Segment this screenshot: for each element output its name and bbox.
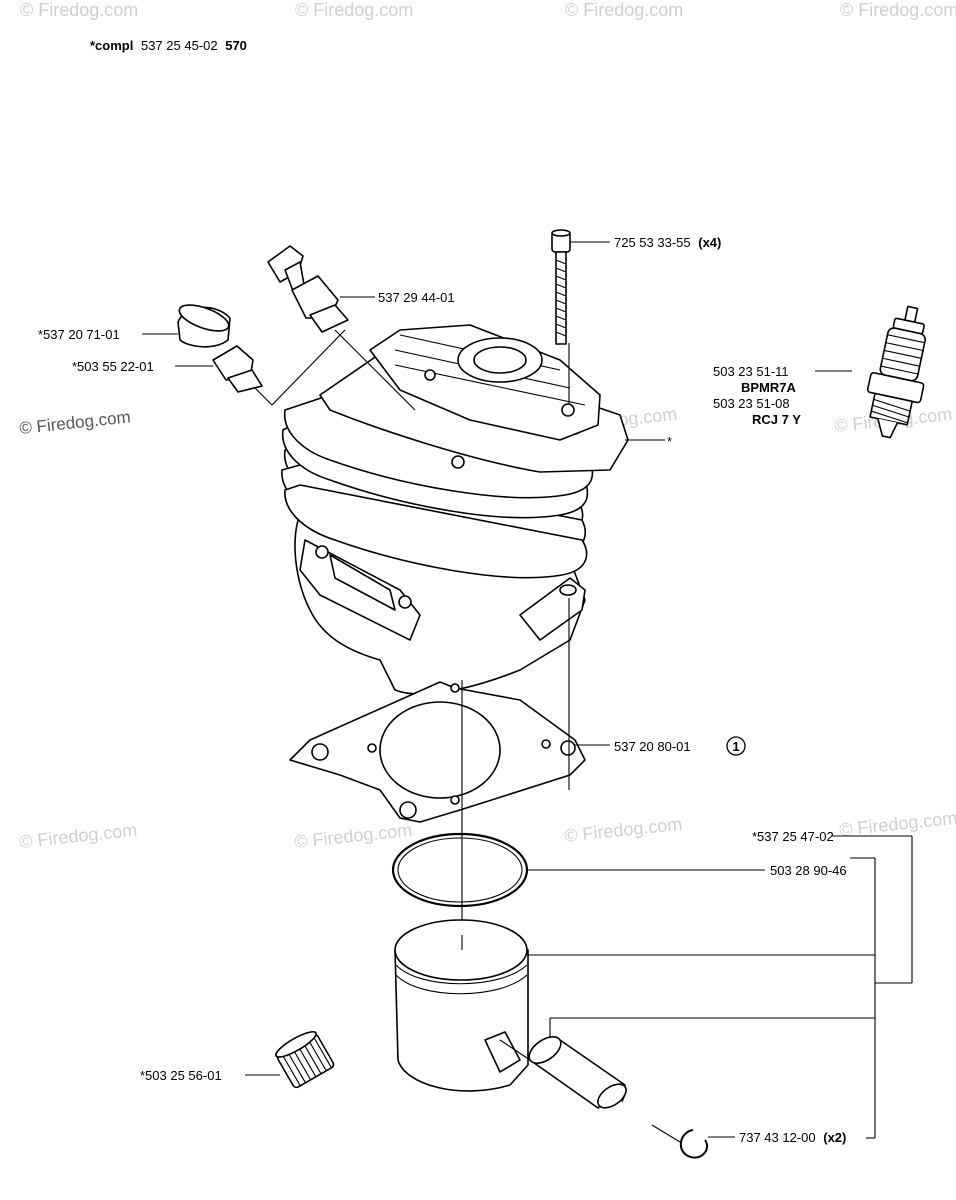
watermark: © Firedog.com	[563, 814, 683, 846]
piston-pin-end	[597, 1083, 627, 1109]
watermark: © Firedog.com	[838, 808, 956, 840]
leader-line	[271, 329, 346, 406]
spark-plug-a-code: BPMR7A	[741, 380, 797, 395]
watermark: © Firedog.com	[18, 820, 138, 852]
pin-boss	[484, 1031, 521, 1073]
circlip-drawing	[651, 1124, 708, 1159]
cylinder-drawing	[281, 324, 629, 695]
valve-thread	[309, 304, 349, 333]
axis-line	[499, 1039, 531, 1061]
needle-bearing-drawing	[275, 1030, 335, 1089]
plug-hex	[212, 345, 254, 381]
cylinder-callout[interactable]: *	[667, 434, 672, 449]
flange-hole	[398, 595, 412, 609]
piston-ring-outer	[391, 832, 529, 908]
plug-cap-top	[178, 304, 230, 332]
head-bolt-hole	[451, 455, 465, 469]
circlip-ring	[679, 1129, 708, 1159]
callout-labels: 725 53 33-55 (x4) 537 29 44-01 *537 20 7…	[38, 235, 847, 1145]
insulator-ribs	[880, 334, 925, 375]
base-gasket-drawing	[289, 681, 586, 823]
gasket-callout[interactable]: 537 20 80-01	[614, 739, 691, 754]
header-prefix: *compl	[90, 38, 133, 53]
watermark: © Firedog.com	[295, 0, 413, 20]
gasket-hole	[450, 683, 460, 693]
bolt-thread	[555, 259, 567, 337]
bearing-end	[275, 1030, 317, 1058]
spark-plug-drawing	[866, 305, 927, 439]
leader-line	[254, 387, 273, 406]
circlip-number: 737 43 12-00	[739, 1130, 816, 1145]
bolt-head-top	[551, 229, 571, 237]
flange-hole	[315, 545, 329, 559]
watermark: © Firedog.com	[565, 0, 683, 20]
watermark: © Firedog.com	[293, 820, 413, 852]
piston-kit-bracket	[832, 835, 913, 1139]
piston-pin-drawing	[499, 1036, 627, 1109]
piston-crown	[394, 919, 528, 981]
header-suffix: 570	[225, 38, 247, 53]
piston-pin-end	[528, 1036, 562, 1064]
head-bolt-hole	[561, 403, 575, 417]
spark-plug-a-callout[interactable]: 503 23 51-11	[713, 364, 789, 379]
decomp-hole	[424, 369, 436, 381]
needle-bearing-callout[interactable]: *503 25 56-01	[140, 1068, 222, 1083]
bolt-callout[interactable]: 725 53 33-55 (x4)	[614, 235, 721, 250]
assembly-header: *compl 537 25 45-02 570	[90, 38, 247, 53]
circlip-qty: (x2)	[823, 1130, 846, 1145]
piston-drawing	[394, 919, 529, 1092]
plug-thread-lines	[871, 398, 911, 424]
plug-thread	[227, 369, 263, 393]
leader-line	[334, 329, 416, 411]
decomp-valve-callout[interactable]: 537 29 44-01	[378, 290, 455, 305]
piston-ring-callout[interactable]: 503 28 90-46	[770, 863, 847, 878]
cylinder-bolt-drawing	[551, 229, 610, 405]
gasket-hole	[541, 739, 551, 749]
bearing-needles	[280, 1034, 332, 1087]
bolt-number: 725 53 33-55	[614, 235, 691, 250]
circlip-callout[interactable]: 737 43 12-00 (x2)	[739, 1130, 846, 1145]
base-bolt-hole	[559, 584, 577, 596]
plug-cap-callout[interactable]: *537 20 71-01	[38, 327, 120, 342]
ring-grooves	[395, 964, 528, 995]
decompression-valve-drawing	[267, 245, 416, 411]
gasket-hole	[450, 795, 460, 805]
plug-electrode	[877, 418, 899, 439]
header-number: 537 25 45-02	[141, 38, 218, 53]
spark-plug-b-code: RCJ 7 Y	[752, 412, 801, 427]
bolt-qty: (x4)	[698, 235, 721, 250]
gasket-circle-number: 1	[732, 739, 739, 754]
watermark: © Firedog.com	[18, 407, 131, 438]
piston-ring-drawing	[391, 832, 529, 908]
gasket-bore	[379, 701, 501, 799]
piston-ring-inner	[397, 837, 523, 903]
axis-line	[621, 1094, 626, 1103]
piston-kit-callout[interactable]: *537 25 47-02	[752, 829, 834, 844]
axis-line	[651, 1124, 681, 1143]
gasket-circle-marker	[726, 736, 746, 756]
plug-assembly-drawing	[142, 304, 346, 406]
gasket-hole	[560, 740, 576, 756]
exhaust-port	[329, 554, 396, 611]
gasket-hole	[399, 801, 417, 819]
watermark: © Firedog.com	[20, 0, 138, 20]
cooling-fin	[284, 484, 588, 579]
watermark: © Firedog.com	[840, 0, 956, 20]
bolt-shank	[555, 251, 567, 345]
cylinder-top-fins	[369, 324, 601, 441]
gasket-hole	[367, 743, 377, 753]
gasket-hole	[311, 743, 329, 761]
spark-plug-b-callout[interactable]: 503 23 51-08	[713, 396, 790, 411]
spark-plug-hole	[473, 346, 527, 374]
plug-body-callout[interactable]: *503 55 22-01	[72, 359, 154, 374]
